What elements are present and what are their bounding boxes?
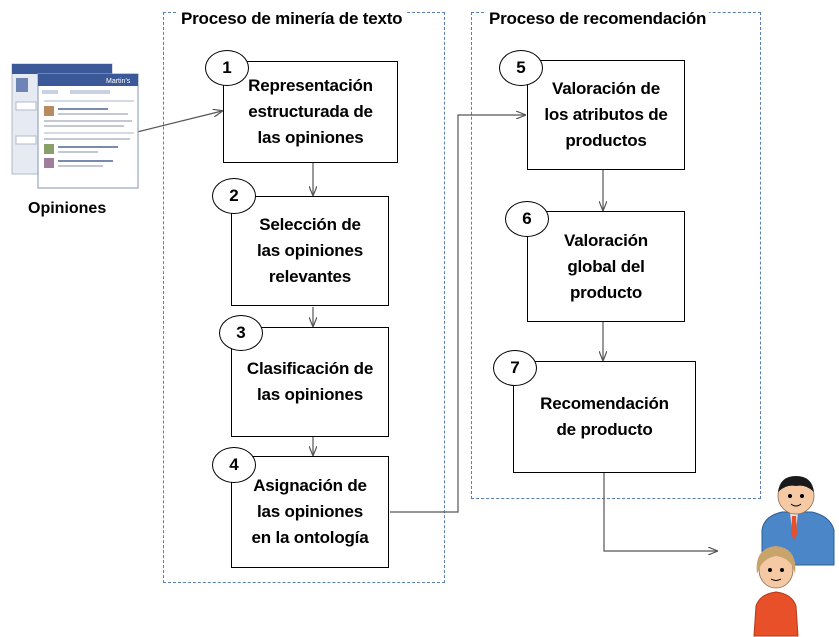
thumb-title: Martin's: [106, 78, 131, 85]
step-7-box: Recomendación de producto: [513, 361, 696, 473]
step-3-box: Clasificación de las opiniones: [231, 327, 389, 437]
recommendation-panel-title: Proceso de recomendación: [486, 9, 710, 29]
text-mining-panel-title: Proceso de minería de texto: [178, 9, 406, 29]
step-5-box: Valoración de los atributos de productos: [527, 60, 685, 170]
step-4-number: 4: [212, 447, 256, 483]
recommendation-panel: Proceso de recomendación: [471, 9, 761, 499]
arrow-7-to-users: [603, 473, 717, 551]
step-5-text: Valoración de los atributos de productos: [544, 79, 668, 150]
step-1-box: Representación estructurada de las opini…: [223, 61, 398, 163]
woman-avatar-icon: [753, 546, 799, 637]
text-mining-panel: Proceso de minería de texto: [163, 9, 445, 583]
step-2-box: Selección de las opiniones relevantes: [231, 196, 389, 306]
step-6-number: 6: [505, 201, 549, 237]
step-7-text: Recomendación de producto: [540, 394, 669, 439]
step-3-number: 3: [219, 315, 263, 351]
step-4-box: Asignación de las opiniones en la ontolo…: [231, 456, 389, 568]
social-network-screenshot-icon: Martin's: [11, 63, 139, 189]
step-4-text: Asignación de las opiniones en la ontolo…: [251, 476, 369, 547]
arrow-4-to-5: [390, 115, 525, 513]
step-7-number: 7: [493, 350, 537, 386]
step-6-box: Valoración global del producto: [527, 211, 685, 322]
step-2-number: 2: [212, 178, 256, 214]
step-2-text: Selección de las opiniones relevantes: [256, 215, 364, 286]
arrow-opiniones-to-1: [132, 111, 222, 134]
step-6-text: Valoración global del producto: [564, 230, 648, 302]
step-1-number: 1: [205, 50, 249, 86]
opiniones-label: Opiniones: [28, 200, 107, 217]
step-3-text: Clasificación de las opiniones: [246, 359, 374, 404]
step-1-text: Representación estructurada de las opini…: [248, 76, 373, 147]
step-5-number: 5: [499, 50, 543, 86]
